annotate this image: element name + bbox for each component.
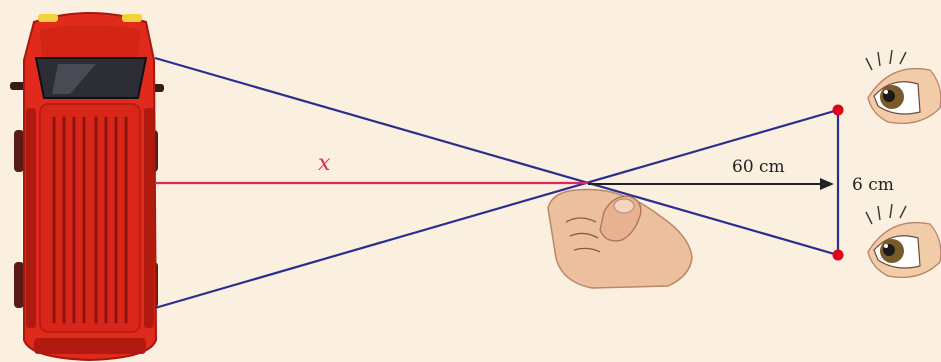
label-6cm: 6 cm (852, 175, 894, 195)
eye-point-bottom (833, 250, 844, 261)
sight-line-lower (155, 110, 838, 308)
label-60cm: 60 cm (732, 157, 785, 177)
distance-arrow-60cm (588, 178, 834, 190)
eye-icon (866, 50, 941, 123)
eye-point-top (833, 105, 844, 116)
thumb-hand-icon (548, 190, 692, 289)
eye-icon (866, 204, 941, 277)
label-x: x (318, 151, 331, 176)
car-topview-illustration (10, 13, 164, 360)
